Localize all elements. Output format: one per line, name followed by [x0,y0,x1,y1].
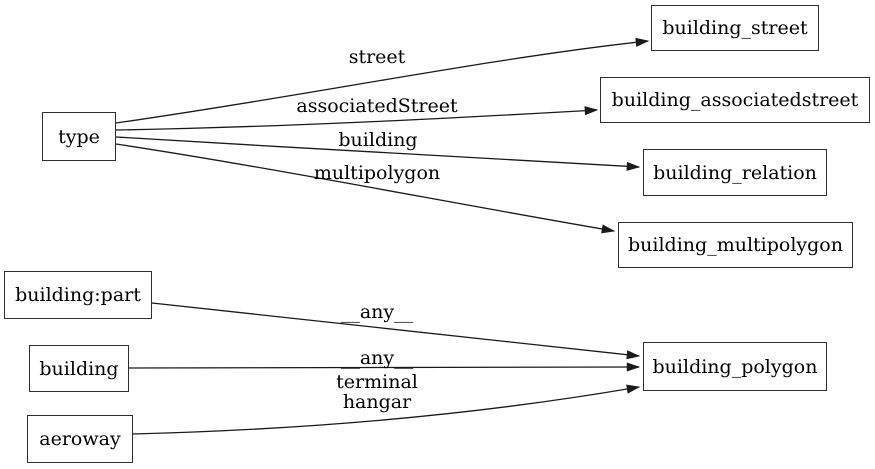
edge-type-building_associatedstreet [115,106,599,131]
node-building-part: building:part [4,271,152,319]
edge-label-associatedstreet: associatedStreet [296,95,458,117]
edge-building-building_polygon [128,362,641,372]
node-aeroway-label: aeroway [39,428,121,450]
node-building-associatedstreet: building_associatedstreet [600,77,870,123]
edge-label-building: building [338,129,418,151]
node-building-label: building [39,357,119,380]
node-building-street: building_street [651,5,819,51]
node-building-relation: building_relation [643,149,827,196]
node-building-multipolygon: building_multipolygon [618,222,853,268]
node-building-polygon: building_polygon [643,342,827,391]
edge-type-building_street [115,37,650,124]
edge-label-multipolygon: multipolygon [313,162,441,184]
edge-label-hangar: hangar [342,391,412,413]
node-building-associatedstreet-label: building_associatedstreet [611,89,859,111]
node-building-relation-label: building_relation [653,161,817,184]
node-building: building [29,345,129,392]
edge-type-building_relation [115,136,641,171]
node-building-polygon-label: building_polygon [652,355,818,378]
node-building-street-label: building_street [662,17,808,39]
edge-type-building_multipolygon [115,143,616,234]
node-building-multipolygon-label: building_multipolygon [628,234,843,256]
edge-label-any-buildingpart: __any__ [340,301,414,323]
edge-label-any-building: __any__ [340,347,414,369]
node-type-label: type [58,125,100,148]
node-type: type [42,112,116,161]
edge-aeroway-building_polygon [132,384,641,435]
edge-label-street: street [348,46,406,68]
edge-buildingpart-building_polygon [151,302,641,360]
node-aeroway: aeroway [27,415,133,463]
edge-label-terminal: terminal [336,371,418,393]
node-building-part-label: building:part [15,284,141,306]
